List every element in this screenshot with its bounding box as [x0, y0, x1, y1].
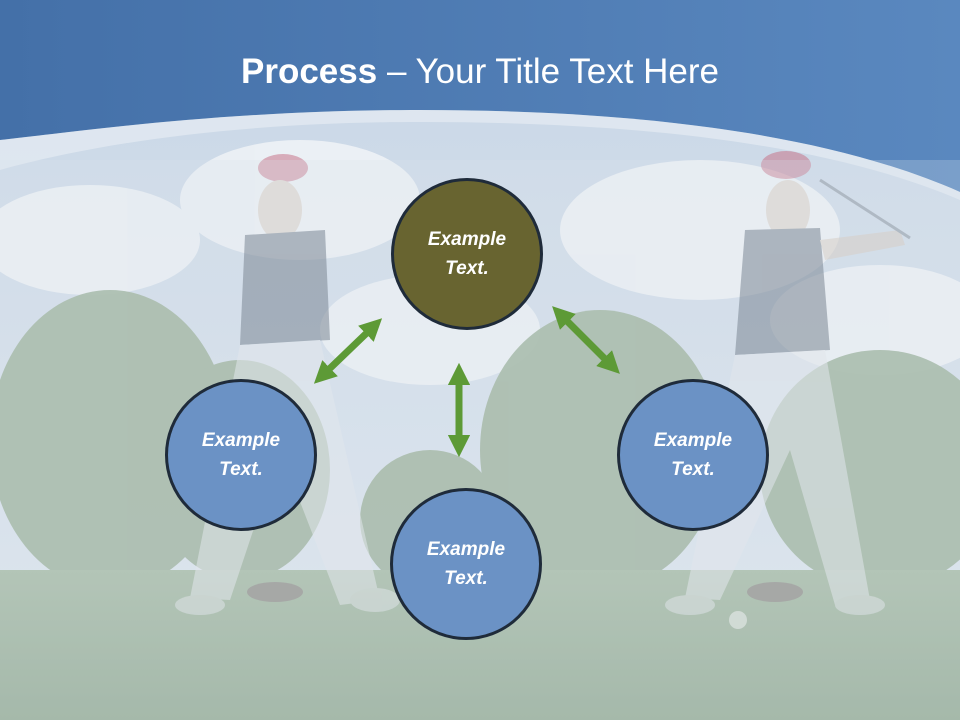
- title-bold: Process: [241, 52, 378, 91]
- title-rest: – Your Title Text Here: [377, 52, 719, 91]
- arrow-top-right: [552, 306, 620, 374]
- process-circle-top: Example Text.: [391, 178, 543, 330]
- circle-right-line2: Text.: [671, 459, 715, 480]
- circle-bottom-line2: Text.: [444, 568, 488, 589]
- process-circle-left: Example Text.: [165, 379, 317, 531]
- circle-left-line1: Example: [201, 430, 281, 451]
- process-circle-bottom: Example Text.: [390, 488, 542, 640]
- arrow-top-left: [313, 318, 383, 384]
- process-circle-right: Example Text.: [617, 379, 769, 531]
- circle-bottom-line1: Example: [426, 539, 506, 560]
- circle-right-line1: Example: [653, 430, 733, 451]
- circle-top-line2: Text.: [445, 258, 489, 279]
- circle-top-line1: Example: [427, 229, 507, 250]
- circle-left-line2: Text.: [219, 459, 263, 480]
- slide-title: Process – Your Title Text Here: [0, 52, 960, 92]
